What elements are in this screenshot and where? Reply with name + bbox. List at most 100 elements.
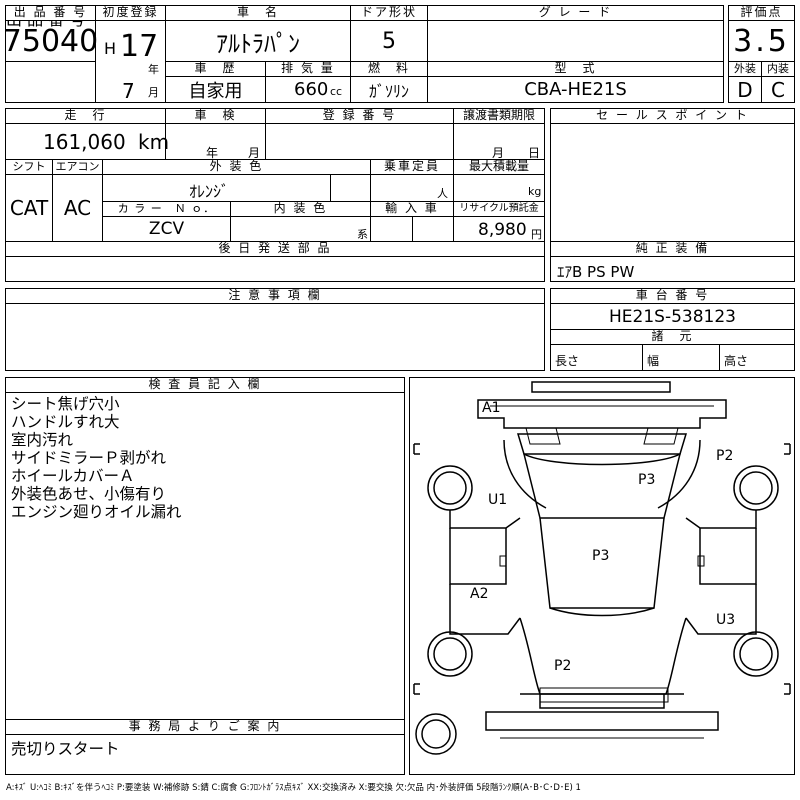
recycle-unit: 円 (531, 228, 542, 241)
year-unit: 年 (148, 63, 159, 76)
reg-month: 7 (122, 79, 135, 103)
shift: CAT (5, 174, 53, 242)
score-label: 評価点 (728, 5, 795, 21)
capacity-cell: 人 (370, 174, 454, 202)
transfer-doc-label: 譲渡書類期限 (453, 108, 545, 124)
ext-color-label: 外 装 色 (102, 159, 371, 175)
exterior-grade: D (728, 76, 762, 103)
transfer-doc-cell: 月 日 (453, 123, 545, 160)
month-unit: 月 (148, 86, 159, 99)
reg-year: 17 (120, 29, 159, 64)
score: 3.5 (728, 20, 795, 62)
grade (427, 20, 724, 62)
inspector-label: 検 査 員 記 入 欄 (5, 377, 405, 393)
displacement: 660 (294, 79, 329, 100)
inspection-year-unit: 年 (206, 146, 219, 160)
model-label: 型 式 (427, 61, 724, 77)
sales-point-label: セ ー ル ス ポ イ ン ト (550, 108, 795, 124)
sales-point-cell (550, 123, 795, 242)
inspector-line: エンジン廻りオイル漏れ (11, 503, 182, 521)
capacity-label: 乗車定員 (370, 159, 454, 175)
model: CBA-HE21S (427, 76, 724, 103)
import-label: 輸 入 車 (370, 201, 454, 217)
chassis-label: 車 台 番 号 (550, 288, 795, 304)
mileage-value: 161,060 (43, 130, 126, 154)
damage-mark-p2-rear: P2 (554, 658, 572, 674)
displacement-unit: cc (330, 85, 343, 98)
ext-color-extra (330, 174, 371, 202)
load-unit: kg (528, 185, 542, 198)
damage-mark-a2: A2 (470, 586, 489, 602)
car-name-label: 車 名 (165, 5, 351, 21)
color-no-label: カ ラ ー Ｎ ｏ． (102, 201, 231, 217)
int-color-unit: 系 (357, 228, 368, 241)
office-cell: 売切りスタート (5, 734, 405, 775)
height-label: 高さ (724, 354, 749, 368)
inspection-month-unit: 月 (248, 146, 261, 160)
genuine-value: ｴｱB PS PW (557, 263, 635, 281)
genuine-cell: ｴｱB PS PW (550, 256, 795, 282)
load-label: 最大積載量 (453, 159, 545, 175)
transfer-month-unit: 月 (492, 146, 505, 160)
recycle-fee: 8,980 (478, 220, 527, 240)
registration-cell (265, 123, 454, 160)
import-cell-a (370, 216, 413, 242)
ac-label: エアコン (52, 159, 103, 175)
vehicle-damage-diagram: A1 P2 P3 U1 P3 A2 U3 P2 (409, 377, 795, 775)
damage-mark-a1: A1 (482, 400, 501, 416)
lot-number-label: 出 品 番 号 (5, 5, 96, 21)
history: 自家用 (165, 76, 266, 103)
damage-mark-p3-cabin: P3 (592, 548, 610, 564)
genuine-label: 純 正 装 備 (550, 241, 795, 257)
transfer-day-unit: 日 (528, 146, 541, 160)
mileage-label: 走 行 (5, 108, 166, 124)
door-label: ドア形状 (350, 5, 428, 21)
displacement-cell: 660 cc (265, 76, 351, 103)
inspection-label: 車 検 (165, 108, 266, 124)
recycle-label: リサイクル預託金 (453, 201, 545, 217)
fuel: ｶﾞｿﾘﾝ (350, 76, 428, 103)
lot-number: 75040 (3, 20, 98, 62)
width-cell: 幅 (642, 344, 720, 371)
grade-label: グ レ ー ド (427, 5, 724, 21)
length-cell: 長さ (550, 344, 643, 371)
recycle-cell: 8,980 円 (453, 216, 545, 242)
legend: A:ｷｽﾞ U:ﾍｺﾐ B:ｷｽﾞを伴うﾍｺﾐ P:要塗装 W:補修跡 S:錆 … (6, 783, 581, 793)
color-no: ZCV (102, 216, 231, 242)
inspector-line: 室内汚れ (11, 431, 74, 449)
int-color-label: 内 装 色 (230, 201, 371, 217)
car-name: ｱﾙﾄﾗﾊﾟﾝ (165, 20, 351, 62)
later-parts-label: 後 日 発 送 部 品 (5, 241, 545, 257)
ac: AC (52, 174, 103, 242)
damage-mark-u1: U1 (488, 492, 508, 508)
ext-color: ｵﾚﾝｼﾞ (189, 182, 230, 201)
history-label: 車 歴 (165, 61, 266, 77)
inspection-cell: 年 月 (165, 123, 266, 160)
mileage-cell: 161,060 km (5, 123, 169, 160)
notes-cell (5, 303, 545, 371)
inspector-line: ハンドルすれ大 (11, 413, 120, 431)
import-cell-b (412, 216, 454, 242)
fuel-label: 燃 料 (350, 61, 428, 77)
inspector-line: サイドミラーＰ剥がれ (11, 449, 167, 467)
displacement-label: 排 気 量 (265, 61, 351, 77)
width-label: 幅 (647, 354, 660, 368)
height-cell: 高さ (719, 344, 795, 371)
inspector-line: 外装色あせ、小傷有り (11, 485, 167, 503)
interior-grade-label: 内装 (761, 61, 795, 77)
damage-mark-p2-front: P2 (716, 448, 734, 464)
office-text: 売切りスタート (11, 740, 120, 758)
first-registration-label: 初度登録 (95, 5, 166, 21)
interior-grade: C (761, 76, 795, 103)
int-color-cell: 系 (230, 216, 371, 242)
first-registration-cell: H 17 年 7 月 (95, 20, 166, 103)
registration-label: 登 録 番 号 (265, 108, 454, 124)
inspector-line: シート焦げ穴小 (11, 395, 120, 413)
lot-number-blank (5, 61, 96, 103)
dims-label: 諸 元 (550, 329, 795, 345)
later-parts-cell (5, 256, 545, 282)
era: H (104, 39, 117, 58)
inspector-line: ホイールカバーＡ (11, 467, 135, 485)
damage-mark-u3: U3 (716, 612, 736, 628)
ext-color-cell: ｵﾚﾝｼﾞ (102, 174, 331, 202)
